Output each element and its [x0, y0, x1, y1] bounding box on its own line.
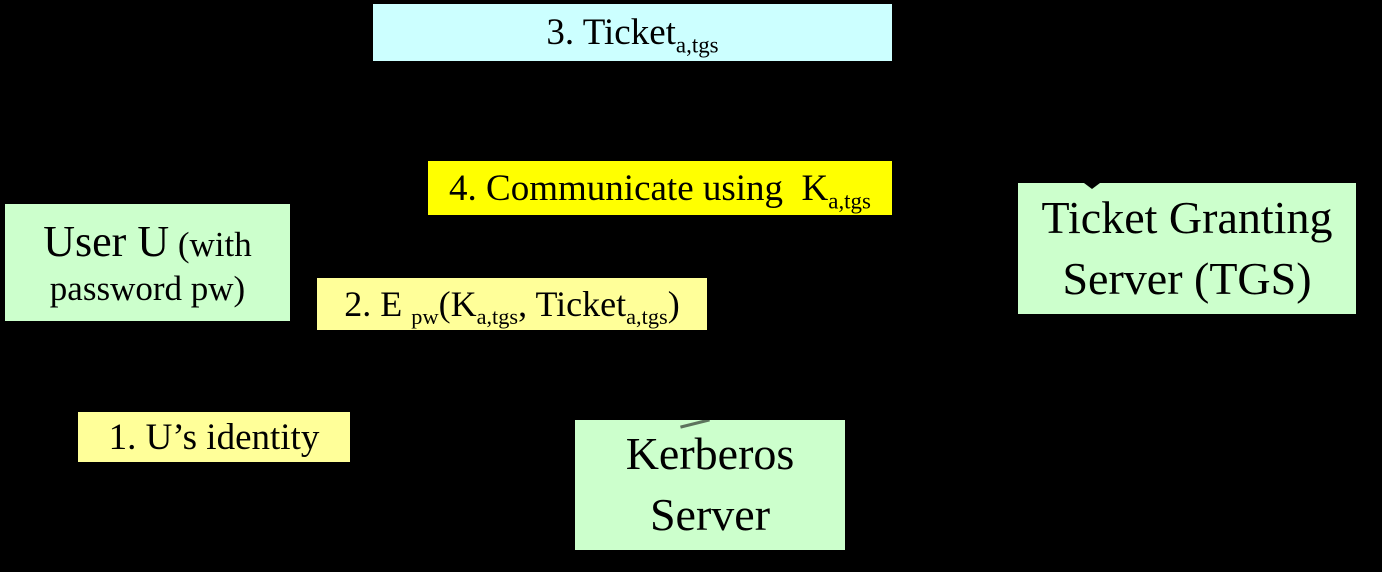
message-3-ticket-box: 3. Ticketa,tgs — [373, 4, 892, 61]
message-1-label: 1. U’s identity — [108, 416, 320, 458]
message-3-text: 3. Ticket — [546, 12, 676, 53]
message-4-text: 4. Communicate using K — [449, 167, 829, 209]
user-label-line2: password pw) — [49, 268, 246, 308]
message-3-subscript: a,tgs — [675, 32, 719, 58]
user-name-text: User U — [43, 216, 170, 266]
node-kerberos-box: Kerberos Server — [575, 420, 845, 550]
message-2-text-2: (K — [438, 284, 477, 324]
arrowhead-remnant — [1084, 183, 1100, 189]
message-2-encrypted-box: 2. E pw(Ka,tgs, Ticketa,tgs) — [317, 278, 707, 330]
message-2-subscript-2: a,tgs — [476, 304, 519, 330]
message-2-subscript-3: a,tgs — [626, 304, 668, 330]
message-1-identity-box: 1. U’s identity — [78, 412, 350, 462]
message-2-text-3: , Ticket — [518, 284, 627, 324]
user-label: User U (with password pw) — [43, 216, 252, 309]
message-4-subscript: a,tgs — [828, 187, 871, 213]
message-4-communicate-box: 4. Communicate using Ka,tgs — [428, 161, 892, 215]
message-2-text-4: ) — [667, 284, 680, 324]
message-3-label: 3. Ticketa,tgs — [546, 11, 719, 58]
message-2-label: 2. E pw(Ka,tgs, Ticketa,tgs) — [344, 283, 680, 328]
tgs-label-line1: Ticket Granting — [1041, 191, 1333, 243]
node-tgs-box: Ticket Granting Server (TGS) — [1018, 183, 1356, 314]
message-2-text-1: 2. E — [344, 284, 412, 324]
node-user-box: User U (with password pw) — [5, 204, 290, 321]
user-with-text: (with — [169, 224, 252, 264]
kerberos-label-line1: Kerberos — [625, 428, 795, 480]
message-4-label: 4. Communicate using Ka,tgs — [449, 167, 871, 213]
user-label-line1: User U (with — [43, 216, 252, 268]
message-2-subscript-1: pw — [411, 304, 439, 330]
tgs-label-line2: Server (TGS) — [1062, 252, 1312, 304]
kerberos-label-line2: Server — [649, 489, 771, 540]
